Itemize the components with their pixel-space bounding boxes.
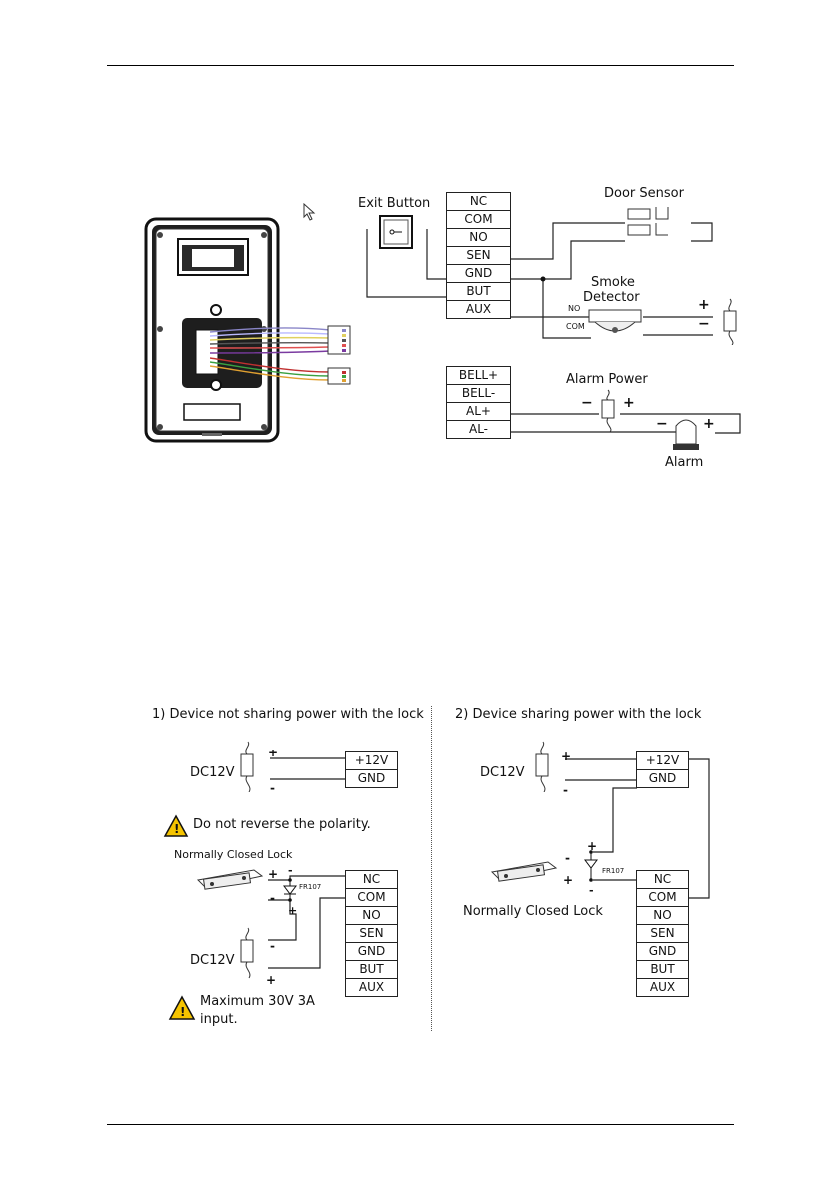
svg-text:-: - <box>270 939 275 953</box>
alarm-power-label: Alarm Power <box>566 372 648 387</box>
svg-text:-: - <box>270 781 275 795</box>
smoke-com-label: COM <box>566 322 585 331</box>
cursor-icon <box>303 203 316 221</box>
svg-text:-: - <box>288 864 293 877</box>
top-wiring <box>366 222 741 434</box>
left-warning-max-line1: Maximum 30V 3A <box>200 994 315 1009</box>
left-heading: 1) Device not sharing power with the loc… <box>152 707 424 722</box>
left-power-adapter-bottom-icon <box>240 927 254 979</box>
terminal-aux: AUX <box>446 300 511 319</box>
left-warning-polarity-text: Do not reverse the polarity. <box>193 817 371 832</box>
main-terminal-block: NC COM NO SEN GND BUT AUX <box>446 192 511 319</box>
alarm-terminal-block: BELL+ BELL- AL+ AL- <box>446 366 511 439</box>
door-sensor-label: Door Sensor <box>604 186 684 201</box>
smoke-detector-icon <box>588 309 642 333</box>
smoke-power-adapter-icon <box>723 298 737 345</box>
wire-harness <box>210 325 351 385</box>
svg-text:+: + <box>288 904 297 917</box>
right-lock-wiring: + - + - + - <box>561 750 710 899</box>
left-dc12v-top-label: DC12V <box>190 765 235 780</box>
right-terminal-com: COM <box>636 888 689 907</box>
terminal-al-minus: AL- <box>446 420 511 439</box>
smoke-plus-label: + <box>698 297 710 313</box>
alarm-label: Alarm <box>665 455 704 470</box>
footer-rule <box>107 1124 734 1125</box>
left-terminal-aux: AUX <box>345 978 398 997</box>
device-back-illustration <box>144 217 280 443</box>
left-warning-max-line2: input. <box>200 1012 238 1027</box>
left-power-terminal-block: +12V GND <box>345 751 398 788</box>
svg-text:+: + <box>563 873 573 887</box>
terminal-nc: NC <box>446 192 511 211</box>
svg-text:!: ! <box>174 822 179 836</box>
alarm-power-minus-label: − <box>581 395 593 411</box>
right-heading: 2) Device sharing power with the lock <box>455 707 702 722</box>
right-terminal-no: NO <box>636 906 689 925</box>
left-terminal-sen: SEN <box>345 924 398 943</box>
left-power-wires: + - <box>268 750 346 795</box>
left-terminal-gnd: GND <box>345 942 398 961</box>
terminal-bell-plus: BELL+ <box>446 366 511 385</box>
svg-text:+: + <box>266 973 276 985</box>
right-terminal-sen: SEN <box>636 924 689 943</box>
section-divider <box>431 706 432 1031</box>
left-power-adapter-top-icon <box>240 741 254 792</box>
left-terminal-but: BUT <box>345 960 398 979</box>
alarm-power-plus-label: + <box>623 395 635 411</box>
right-terminal-but: BUT <box>636 960 689 979</box>
svg-text:-: - <box>589 884 594 897</box>
alarm-minus-label: − <box>656 416 668 432</box>
door-sensor-icon <box>627 207 669 236</box>
left-lock-wiring: + - - + - + <box>266 864 346 985</box>
svg-text:+: + <box>587 839 597 853</box>
right-dc12v-label: DC12V <box>480 765 525 780</box>
left-terminal-block: NC COM NO SEN GND BUT AUX <box>345 870 398 997</box>
right-power-adapter-icon <box>535 741 549 792</box>
svg-text:+: + <box>561 750 571 763</box>
right-terminal-gnd: GND <box>636 942 689 961</box>
right-terminal-block: NC COM NO SEN GND BUT AUX <box>636 870 689 997</box>
left-dc12v-bottom-label: DC12V <box>190 953 235 968</box>
left-lock-label: Normally Closed Lock <box>174 848 293 861</box>
svg-text:-: - <box>563 783 568 797</box>
right-terminal-aux: AUX <box>636 978 689 997</box>
smoke-detector-label-1: Smoke <box>591 275 635 290</box>
terminal-com: COM <box>446 210 511 229</box>
left-lock-icon <box>196 869 264 890</box>
left-terminal-com: COM <box>345 888 398 907</box>
left-terminal-no: NO <box>345 906 398 925</box>
alarm-siren-icon <box>673 419 699 450</box>
svg-text:+: + <box>268 867 278 881</box>
svg-text:!: ! <box>180 1005 185 1019</box>
right-diode-label: FR107 <box>602 867 625 875</box>
header-rule <box>107 65 734 66</box>
terminal-bell-minus: BELL- <box>446 384 511 403</box>
smoke-detector-label-2: Detector <box>583 290 640 305</box>
terminal-no: NO <box>446 228 511 247</box>
alarm-plus-label: + <box>703 416 715 432</box>
left-warning-polarity-icon: ! <box>163 814 189 837</box>
exit-button-label: Exit Button <box>358 196 431 211</box>
svg-text:-: - <box>565 851 570 865</box>
exit-button-icon <box>379 215 413 249</box>
svg-text:+: + <box>268 750 278 759</box>
alarm-power-adapter-icon <box>601 389 615 432</box>
right-lock-icon <box>490 861 558 882</box>
smoke-no-label: NO <box>568 304 581 313</box>
left-warning-max-icon: ! <box>168 995 196 1020</box>
right-terminal-gnd-power: GND <box>636 769 689 788</box>
svg-text:-: - <box>270 891 275 905</box>
left-diode-label: FR107 <box>299 883 322 891</box>
left-terminal-gnd-power: GND <box>345 769 398 788</box>
right-lock-label: Normally Closed Lock <box>463 904 603 919</box>
left-terminal-nc: NC <box>345 870 398 889</box>
left-terminal-12v: +12V <box>345 751 398 770</box>
smoke-minus-label: − <box>698 316 710 332</box>
right-power-terminal-block: +12V GND <box>636 751 689 788</box>
